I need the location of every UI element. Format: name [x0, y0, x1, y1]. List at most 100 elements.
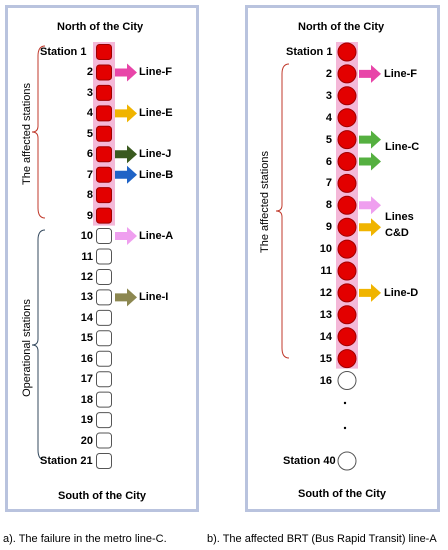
panel-b-station-1-label: Station 1	[286, 46, 333, 58]
panel-a-station-14-label: 14	[80, 311, 93, 324]
panel-a-station-6-label: 6	[86, 148, 93, 161]
panel-a-transfer-label-5: Line-A	[139, 230, 174, 243]
panel-a-transfer-label-1: Line-F	[139, 66, 172, 79]
panel-a-station-6-marker	[96, 146, 112, 163]
panel-b-station-6-marker	[337, 152, 357, 171]
panel-a-south-label: South of the City	[58, 490, 146, 502]
panel-a-station-8-marker	[96, 187, 112, 204]
panel-b-ellipsis-dot-1	[343, 401, 347, 405]
panel-b-station-11-marker	[337, 261, 357, 281]
panel-b-transfer-label-6: Line-D	[384, 286, 419, 299]
panel-a-station-21-marker	[96, 453, 112, 469]
panel-b-station-14-marker	[337, 327, 357, 347]
panel-a-station-11-label: 11	[81, 250, 93, 263]
panel-a-station-5-label: 5	[86, 127, 93, 140]
panel-b-station-15-label: 15	[319, 352, 332, 365]
panel-b-transfer-arrow-1	[359, 64, 381, 83]
panel-a-station-20-label: 20	[80, 434, 93, 447]
panel-b-station-8-label: 8	[325, 199, 332, 212]
panel-a-station-21-label: Station 21	[40, 455, 93, 467]
panel-a-station-7-label: 7	[86, 168, 93, 181]
panel-a-station-1-label: Station 1	[40, 46, 87, 58]
panel-a-station-4-label: 4	[86, 107, 93, 120]
panel-b-station-16-marker	[337, 371, 357, 390]
panel-a-station-14-marker	[96, 309, 112, 326]
panel-a-caption: a). The failure in the metro line-C.	[3, 533, 167, 545]
panel-b-ellipsis-dot-2	[343, 426, 347, 430]
panel-b-north-label: North of the City	[298, 21, 385, 33]
panel-a-transfer-label-4: Line-B	[139, 168, 174, 181]
panel-b-cd-label: C&D	[385, 227, 409, 239]
panel-a-station-5-marker	[96, 125, 112, 142]
panel-a-transfer-arrow-2	[115, 104, 137, 123]
panel-b-station-1-marker	[337, 42, 357, 62]
panel-b-station-9-label: 9	[325, 221, 332, 234]
panel-a-station-3-label: 3	[86, 86, 93, 99]
panel-b-transfer-label-1: Line-F	[384, 67, 417, 80]
panel-a-transfer-arrow-3	[115, 145, 137, 164]
panel-a-station-19-label: 19	[80, 414, 93, 427]
panel-b-station-2-marker	[337, 64, 357, 84]
panel-a-station-2-label: 2	[86, 66, 93, 79]
panel-b-station-15-marker	[337, 349, 357, 369]
panel-b-station-3-marker	[337, 86, 357, 106]
panel-a-station-16-label: 16	[80, 352, 93, 365]
panel-a-transfer-label-3: Line-J	[139, 148, 172, 161]
panel-a-station-17-marker	[96, 371, 112, 388]
panel-a-operational-label: Operational stations	[21, 299, 33, 397]
panel-a-station-10-label: 10	[80, 230, 93, 243]
panel-b-transfer-arrow-4	[359, 196, 381, 215]
panel-a-station-12-marker	[96, 268, 112, 285]
panel-a-station-9-marker	[96, 207, 112, 224]
panel-b-station-2-label: 2	[325, 67, 332, 80]
panel-a-station-15-label: 15	[80, 332, 93, 345]
panel-b-station-10-marker	[337, 239, 357, 259]
panel-a-station-2-marker	[96, 64, 112, 81]
panel-a-operational-brace	[31, 229, 46, 461]
panel-b-station-5-marker	[337, 130, 357, 150]
panel-b-station-16-label: 16	[319, 374, 332, 387]
panel-b-station-9-marker	[337, 217, 357, 237]
panel-a-station-9-label: 9	[86, 209, 93, 222]
panel-a-north-label: North of the City	[57, 21, 144, 33]
panel-a-transfer-arrow-1	[115, 63, 137, 82]
panel-b-station-4-label: 4	[325, 111, 332, 124]
panel-a-frame	[5, 5, 199, 512]
panel-b-station-13-marker	[337, 305, 357, 325]
panel-b-last-station-marker	[337, 451, 357, 471]
panel-b-station-7-label: 7	[325, 177, 332, 190]
panel-a-station-17-label: 17	[80, 373, 93, 386]
panel-b-station-4-marker	[337, 108, 357, 128]
panel-b-transfer-arrow-5	[359, 218, 381, 237]
panel-a-transfer-arrow-6	[115, 288, 137, 307]
panel-a-station-8-label: 8	[86, 189, 93, 202]
panel-a-station-10-marker	[96, 228, 112, 245]
panel-b-line-c-label: Line-C	[385, 141, 420, 153]
panel-a-station-3-marker	[96, 84, 112, 101]
panel-b-station-5-label: 5	[325, 133, 332, 146]
panel-b-frame	[245, 5, 440, 512]
panel-a-transfer-arrow-4	[115, 165, 137, 184]
panel-a-station-18-marker	[96, 391, 112, 408]
panel-a-affected-brace	[31, 45, 46, 219]
panel-a-station-13-label: 13	[80, 291, 93, 304]
panel-a-station-7-marker	[96, 166, 112, 183]
panel-a-station-15-marker	[96, 330, 112, 347]
panel-b-affected-label: The affected stations	[259, 151, 271, 253]
panel-a-affected-label: The affected stations	[21, 83, 33, 185]
panel-a-station-20-marker	[96, 432, 112, 449]
panel-b-transfer-arrow-2	[359, 130, 381, 149]
panel-a-station-13-marker	[96, 289, 112, 306]
panel-a-station-4-marker	[96, 105, 112, 122]
panel-a-station-19-marker	[96, 412, 112, 429]
panel-b-transfer-arrow-3	[359, 152, 381, 171]
panel-b-last-station: Station 40	[283, 455, 336, 467]
panel-b-station-12-marker	[337, 283, 357, 303]
panel-a-transfer-arrow-5	[115, 227, 137, 246]
panel-b-caption: b). The affected BRT (Bus Rapid Transit)…	[207, 533, 437, 545]
panel-b-station-11-label: 11	[320, 265, 332, 277]
panel-a-station-16-marker	[96, 350, 112, 367]
